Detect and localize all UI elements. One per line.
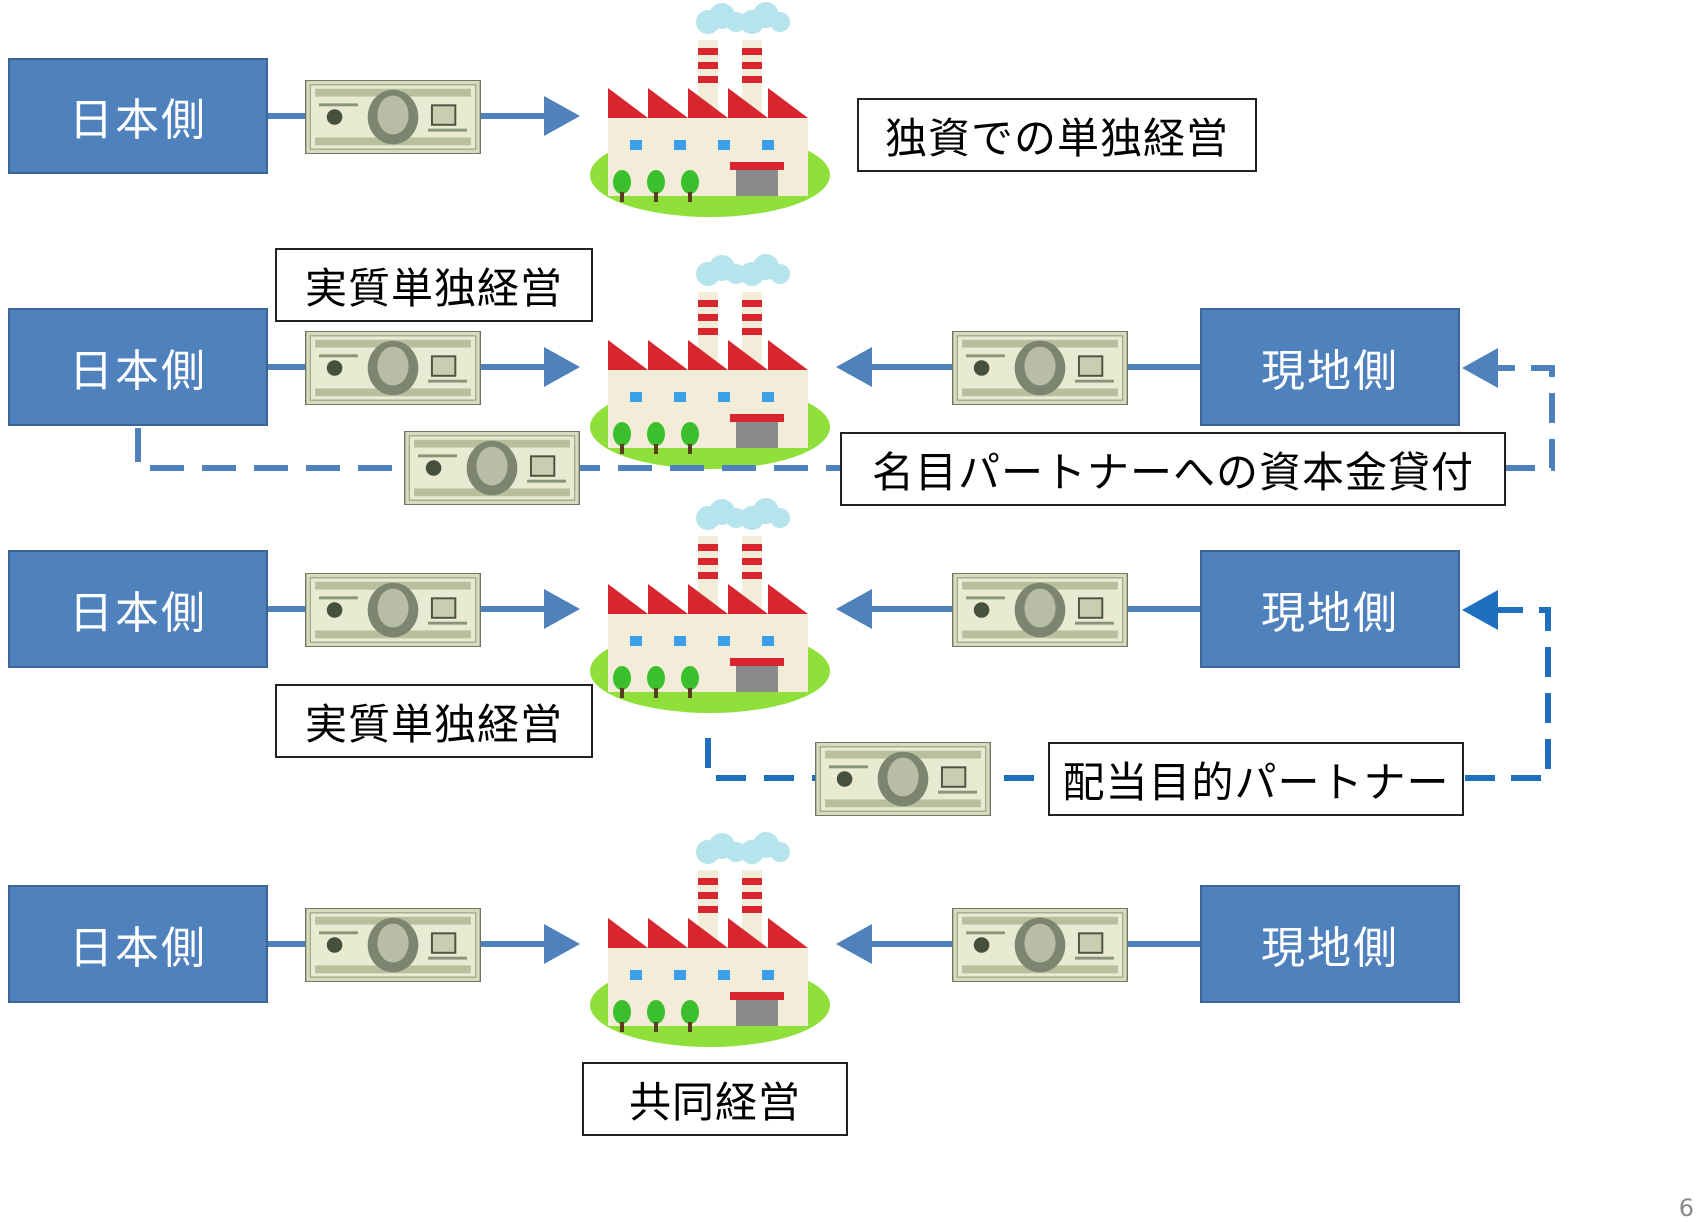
- caption-nominal-partner-capital-loan: 名目パートナーへの資本金貸付: [840, 432, 1506, 506]
- japan-side-box-row1: 日本側: [8, 58, 268, 174]
- arrow-to-factory-row2: [544, 347, 580, 387]
- japan-side-box-row4: 日本側: [8, 885, 268, 1003]
- local-side-box-row4: 現地側: [1200, 885, 1460, 1003]
- japan-side-box-row3: 日本側: [8, 550, 268, 668]
- money-bill-icon: [815, 742, 991, 816]
- local-side-box-row3: 現地側: [1200, 550, 1460, 668]
- caption-effective-sole-management-row2: 実質単独経営: [275, 248, 593, 322]
- money-bill-icon: [952, 908, 1128, 982]
- arrow-to-factory-row1: [544, 96, 580, 136]
- arrow-from-local-row3: [836, 589, 872, 629]
- caption-effective-sole-management-row3: 実質単独経営: [275, 684, 593, 758]
- money-bill-icon: [305, 908, 481, 982]
- factory-icon-row4: [580, 830, 840, 1050]
- arrow-from-local-row4: [836, 924, 872, 964]
- arrow-to-factory-row3: [544, 589, 580, 629]
- page-number: 6: [1678, 1194, 1694, 1222]
- caption-dividend-partner: 配当目的パートナー: [1048, 742, 1464, 816]
- arrow-to-factory-row4: [544, 924, 580, 964]
- japan-side-box-row2: 日本側: [8, 308, 268, 426]
- arrow-from-local-row2: [836, 347, 872, 387]
- caption-joint-management: 共同経営: [582, 1062, 848, 1136]
- caption-sole-proprietorship: 独資での単独経営: [857, 98, 1257, 172]
- local-side-box-row2: 現地側: [1200, 308, 1460, 426]
